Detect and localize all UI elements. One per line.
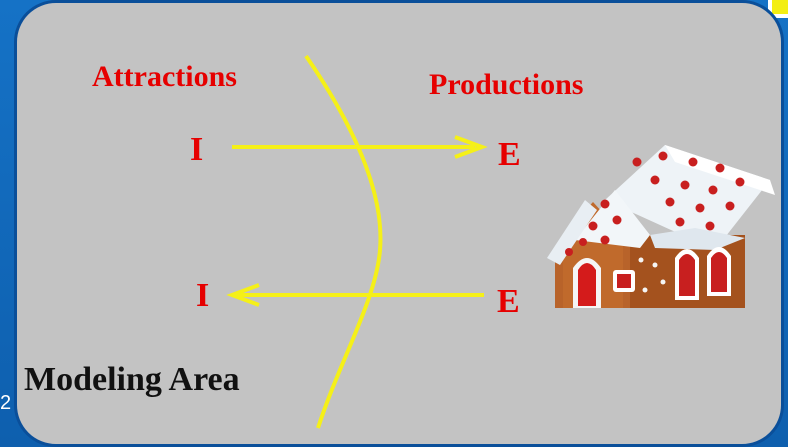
- boundary-curve: [304, 54, 383, 429]
- slide-number: 2: [0, 392, 12, 414]
- gingerbread-house-icon: [547, 145, 775, 308]
- attractions-heading: Attractions: [92, 60, 237, 93]
- modeling-area-label: Modeling Area: [24, 361, 240, 398]
- content-panel: [14, 0, 784, 447]
- external-label-bottom: E: [497, 283, 520, 320]
- internal-label-top: I: [190, 131, 204, 168]
- external-label-top: E: [498, 136, 521, 173]
- productions-heading: Productions: [429, 68, 584, 101]
- arrowhead-left: [226, 283, 260, 307]
- internal-label-bottom: I: [196, 277, 210, 314]
- arrowhead-right: [454, 135, 488, 159]
